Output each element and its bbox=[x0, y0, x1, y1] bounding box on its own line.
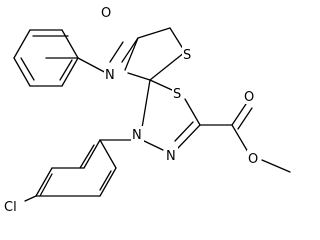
bond bbox=[35, 167, 53, 197]
atom-label-sulfur: S bbox=[173, 87, 181, 102]
bond bbox=[127, 72, 151, 81]
bond bbox=[20, 57, 35, 81]
bond bbox=[13, 29, 31, 59]
bond bbox=[121, 37, 139, 63]
bond bbox=[124, 37, 139, 71]
atom-label-nitrogen: N bbox=[166, 149, 176, 164]
bonds bbox=[13, 27, 291, 202]
bond bbox=[39, 173, 53, 197]
atom-label-nitrogen: N bbox=[105, 68, 115, 83]
bond bbox=[83, 139, 101, 169]
atom-label-sulfur: S bbox=[183, 48, 191, 63]
bond bbox=[109, 41, 124, 63]
bond bbox=[141, 139, 164, 151]
bond bbox=[237, 107, 253, 130]
bond bbox=[24, 195, 37, 202]
bond bbox=[141, 79, 151, 129]
bond bbox=[261, 159, 291, 173]
bond bbox=[13, 57, 31, 87]
bond bbox=[59, 59, 73, 81]
bond bbox=[149, 51, 186, 81]
bond bbox=[184, 98, 201, 126]
atom-label-oxygen: O bbox=[248, 152, 258, 167]
bond bbox=[174, 121, 194, 142]
bond bbox=[79, 144, 95, 169]
atom-label-nitrogen: N bbox=[132, 128, 142, 143]
bond bbox=[99, 139, 117, 169]
bond bbox=[61, 29, 79, 59]
bond bbox=[137, 27, 171, 39]
bond bbox=[231, 124, 249, 153]
bond bbox=[149, 79, 173, 91]
bond bbox=[231, 103, 247, 126]
atom-label-oxygen: O bbox=[244, 90, 254, 105]
molecule-structure: O S N S N N O O Cl bbox=[3, 4, 291, 215]
bond bbox=[99, 170, 112, 191]
bond bbox=[177, 124, 201, 149]
bond bbox=[99, 167, 117, 197]
bond bbox=[61, 57, 79, 87]
atom-label-oxygen: O bbox=[101, 6, 111, 21]
atom-label-chlorine: Cl bbox=[4, 200, 17, 215]
atom-labels: O S N S N N O O Cl bbox=[3, 4, 261, 215]
